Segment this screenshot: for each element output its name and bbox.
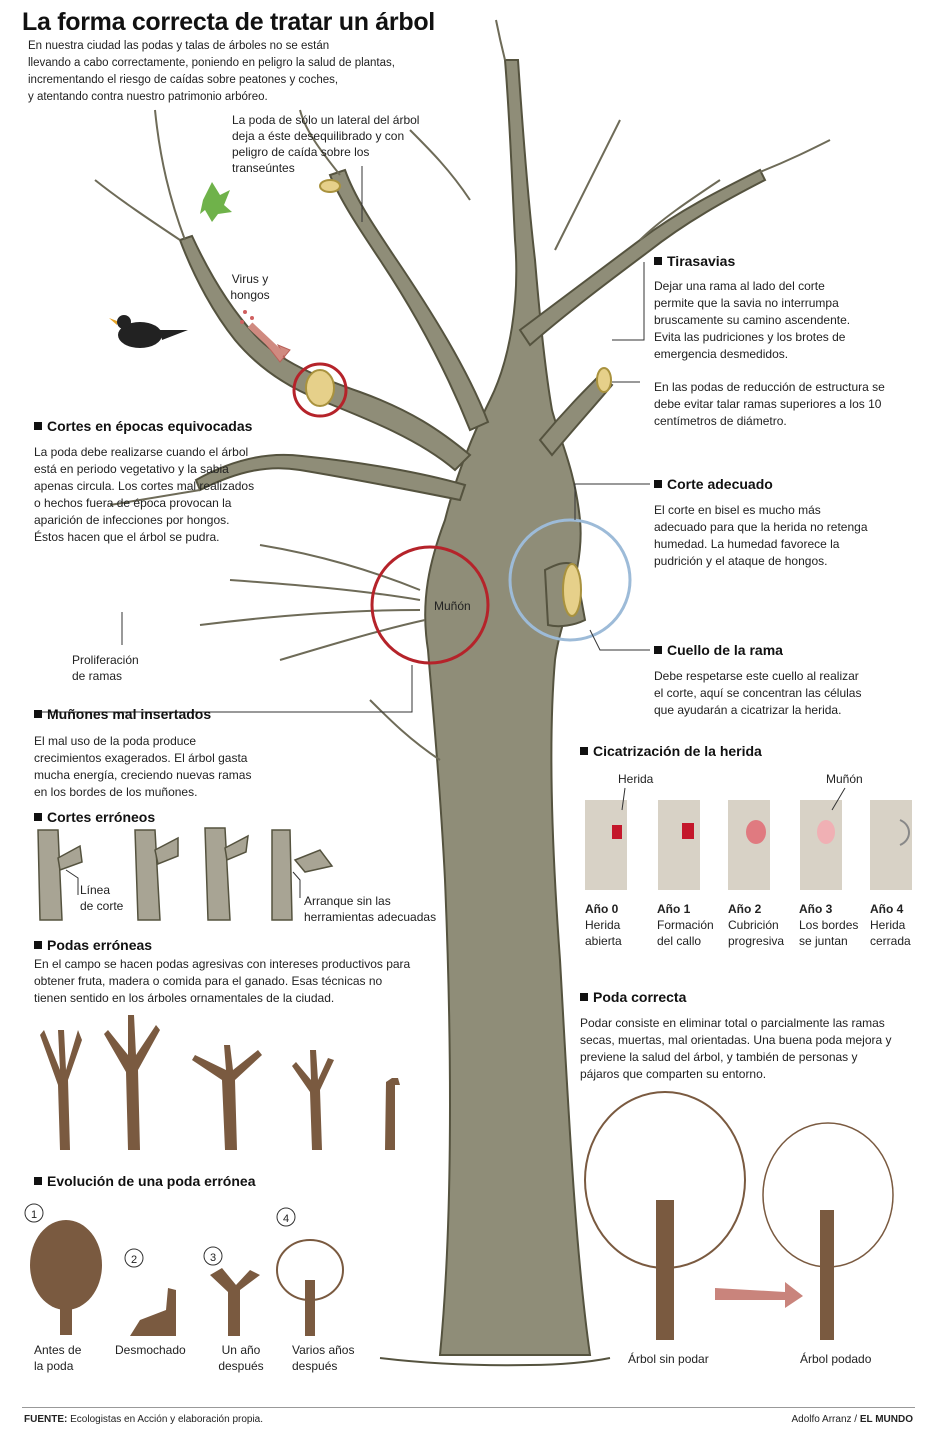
evolucion-step-2-label: Desmochado: [115, 1343, 186, 1357]
corte-adecuado-heading: Corte adecuado: [654, 476, 773, 492]
spores: [240, 310, 254, 324]
podas-erroneas-heading: Podas erróneas: [34, 937, 152, 953]
poda-correcta-trees: [584, 1091, 894, 1340]
munones-heading: Muñones mal insertados: [34, 706, 211, 722]
podado-label: Árbol podado: [800, 1352, 872, 1366]
virus-circle: [292, 362, 348, 418]
cortes-epocas-heading: Cortes en épocas equivocadas: [34, 418, 252, 434]
evolucion-step-3-num: 3: [209, 1252, 217, 1264]
cuello-heading: Cuello de la rama: [654, 642, 783, 658]
footer-source: FUENTE: Ecologistas en Acción y elaborac…: [24, 1414, 264, 1425]
cortes-erroneos-illustrations: [37, 827, 334, 921]
cut-stub-bevel: [562, 563, 582, 617]
evolucion-step-1-num: 1: [30, 1209, 38, 1221]
reduccion-text: En las podas de reducción de estructura …: [654, 380, 885, 428]
poda-correcta-arrow: [715, 1282, 803, 1308]
cortes-erroneos-heading: Cortes erróneos: [34, 809, 155, 825]
evolucion-heading: Evolución de una poda errónea: [34, 1173, 255, 1189]
herida-label: Herida: [618, 772, 654, 786]
poda-correcta-heading: Poda correcta: [580, 989, 686, 1005]
page-title: La forma correcta de tratar un árbol: [22, 8, 435, 36]
podas-erroneas-text: En el campo se hacen podas agresivas con…: [34, 957, 411, 1005]
leaf-illustration: [200, 182, 232, 222]
evolucion-step-4-num: 4: [282, 1213, 290, 1225]
tirasavias-heading: Tirasavias: [654, 253, 735, 269]
footer-rule: [22, 1407, 915, 1408]
intro-text: En nuestra ciudad las podas y talas de á…: [28, 40, 395, 103]
evolucion-silhouettes: [30, 1220, 344, 1336]
cicatrizacion-heading: Cicatrización de la herida: [580, 743, 762, 759]
twigs: [94, 19, 831, 761]
main-tree: [178, 59, 767, 1356]
munon-year-label: Muñón: [826, 772, 863, 786]
sin-podar-label: Árbol sin podar: [628, 1352, 709, 1366]
cut-stub-right: [596, 367, 612, 393]
podas-erroneas-silhouettes: [40, 1015, 400, 1150]
munon-label: Muñón: [434, 599, 471, 613]
munon-circle: [370, 545, 490, 665]
poda-correcta-text: Podar consiste en eliminar total o parci…: [580, 1016, 892, 1081]
evolucion-step-2-num: 2: [130, 1254, 138, 1266]
cut-stub-virus: [305, 369, 335, 407]
cut-stub-top: [319, 179, 341, 193]
corte-circle: [508, 518, 632, 642]
footer-credit: Adolfo Arranz / EL MUNDO: [791, 1414, 913, 1425]
bird-illustration: [109, 315, 188, 348]
cicatrizacion-panels: [585, 800, 912, 890]
